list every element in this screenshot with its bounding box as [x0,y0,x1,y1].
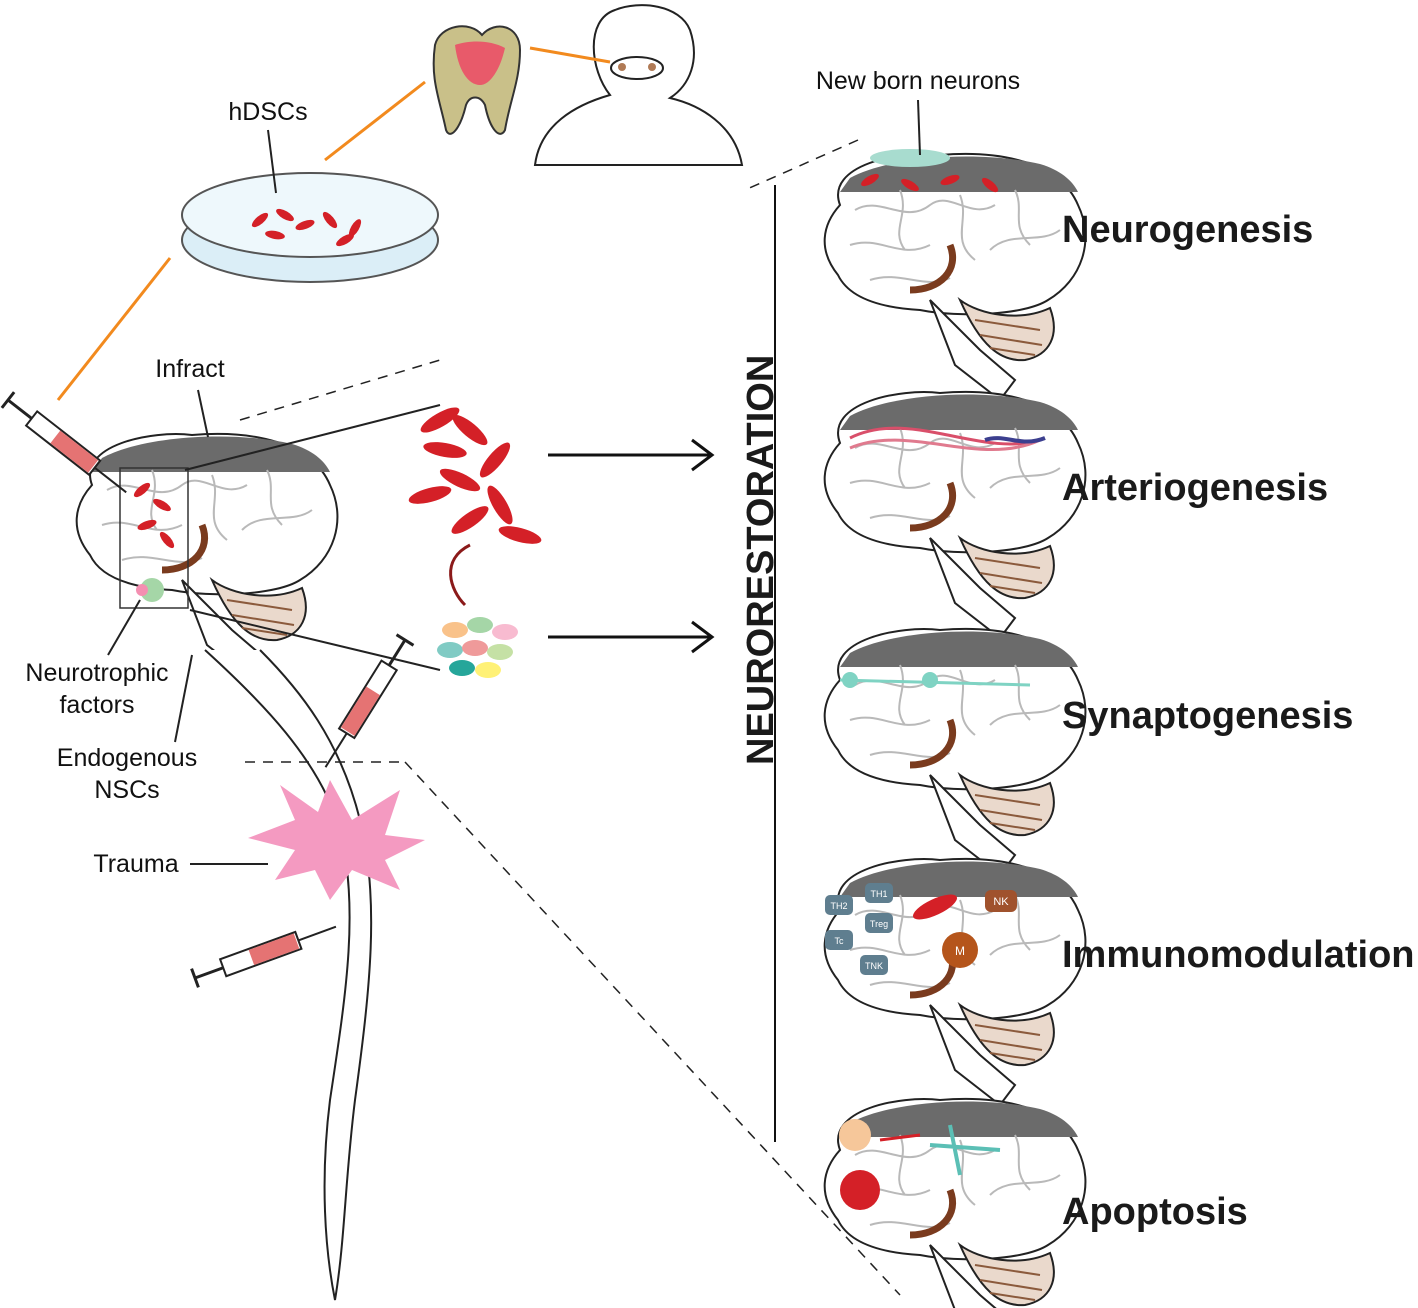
arrow-head-to-tooth [529,46,611,64]
panel-label-synaptogenesis: Synaptogenesis [1062,695,1353,737]
label-trauma: Trauma [93,850,178,878]
tooth-icon [432,25,522,135]
brain-arteriogenesis [825,392,1086,638]
petri-dish [181,172,439,283]
main-brain [77,434,338,680]
neurotrophic-factor-cluster [437,617,518,678]
label-neurotrophic-1: Neurotrophic [25,659,168,687]
zoom-line-upper-right [744,139,859,191]
immune-label-m: M [955,944,965,958]
arrow-tooth-to-dish [324,80,426,162]
arrowhead-cluster-right [691,438,715,472]
panel-label-apoptosis: Apoptosis [1062,1191,1248,1233]
label-hdscs: hDSCs [228,98,307,126]
brain-synaptogenesis [825,629,1086,875]
zoom-line-top [239,359,441,421]
panel-label-neurogenesis: Neurogenesis [1062,209,1313,251]
brain-immunomodulation: M NK TH2 TH1 Treg Tc TNK [825,859,1086,1105]
arrow-new-born-neurons [917,99,921,156]
immune-label-th2: TH2 [830,901,847,911]
arrowhead-factors-right [691,620,715,654]
zoom-line-cluster [184,404,441,471]
immune-label-tc: Tc [835,936,845,946]
immune-label-nk: NK [993,896,1009,908]
arrow-cluster-to-factors [449,543,471,607]
label-new-born-neurons: New born neurons [816,67,1020,95]
label-infract: Infract [155,355,225,383]
label-endogenous-2: NSCs [94,776,159,804]
panel-label-arteriogenesis: Arteriogenesis [1062,467,1328,509]
label-neurotrophic-2: factors [59,691,134,719]
trauma-star [248,780,425,900]
syringe-lower [190,915,341,989]
label-endogenous-1: Endogenous [57,744,197,772]
arrow-dish-to-syringe [56,257,172,401]
immune-label-th1: TH1 [870,889,887,899]
immune-label-treg: Treg [870,919,888,929]
arrow-neurotrophic [107,599,141,656]
arrow-hdscs [267,129,277,194]
immune-label-tnk: TNK [865,961,883,971]
brain-neurogenesis [825,149,1086,400]
brain-apoptosis [825,1099,1086,1308]
zoom-line-factors [189,609,441,671]
human-head-figure [533,4,744,166]
zoom-line-cord-bottom [404,761,901,1296]
stem-cell-cluster [408,407,542,544]
panel-label-immunomodulation: Immunomodulation [1062,934,1415,976]
arrow-infract [197,389,209,438]
arrow-endogenous [174,654,193,743]
